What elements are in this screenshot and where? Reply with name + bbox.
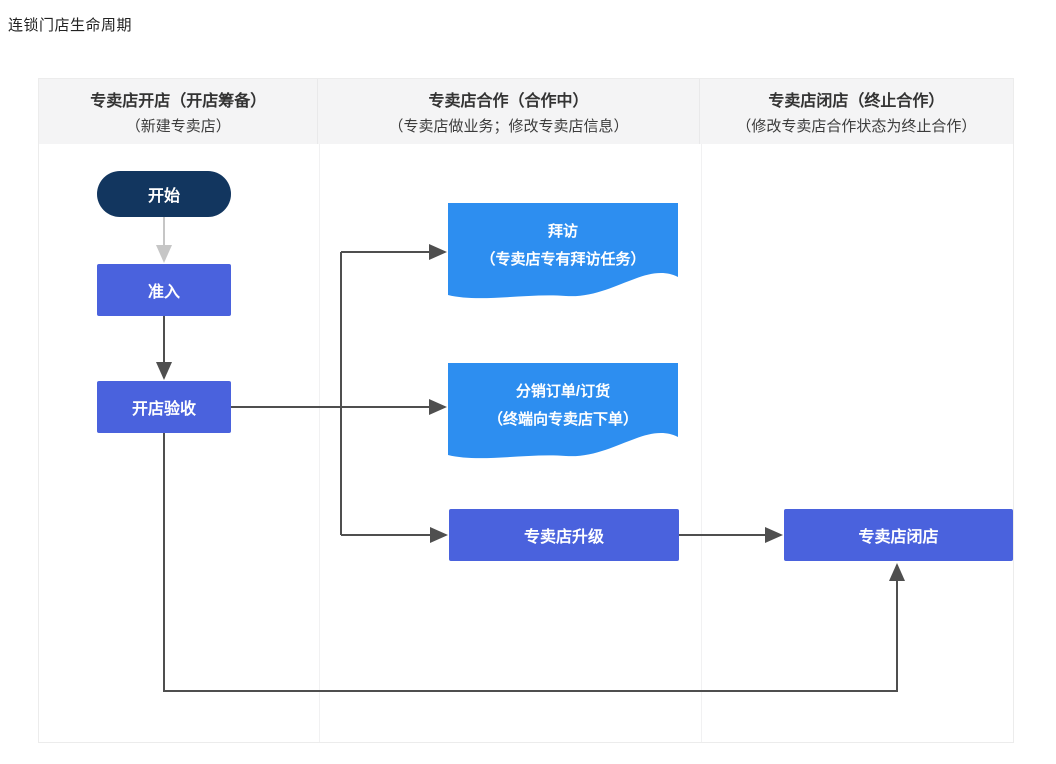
edge-acceptance-close (163, 433, 905, 692)
column-subtitle: （新建专卖店） (125, 118, 231, 135)
column-divider (701, 144, 702, 742)
page-title: 连锁门店生命周期 (8, 17, 133, 34)
node-label: 专卖店闭店 (858, 529, 939, 546)
edge-branch-trunk (231, 252, 342, 535)
node-label: 拜访 (547, 222, 578, 240)
lifecycle-board: 专卖店开店（开店筹备） （新建专卖店） 专卖店合作（合作中） （专卖店做业务；修… (38, 78, 1014, 743)
document-shape (448, 363, 678, 459)
node-store-acceptance[interactable]: 开店验收 (97, 381, 231, 433)
column-subtitle: （专卖店做业务；修改专卖店信息） (388, 118, 629, 135)
node-label: 准入 (147, 284, 180, 301)
node-visit-task[interactable]: 拜访 （专卖店专有拜访任务） (448, 203, 678, 301)
column-header-cooperation: 专卖店合作（合作中） （专卖店做业务；修改专卖店信息） (318, 79, 700, 144)
node-label: 开店验收 (131, 401, 196, 418)
node-sublabel: （专卖店专有拜访任务） (480, 250, 646, 268)
node-sublabel: （终端向专卖店下单） (487, 410, 638, 428)
board-body: 开始 准入 开店验收 拜访 （专卖店专有拜访任务） (39, 144, 1013, 742)
column-divider (319, 144, 320, 742)
column-title: 专卖店闭店（终止合作） (768, 93, 945, 110)
node-distribution-order[interactable]: 分销订单/订货 （终端向专卖店下单） (448, 363, 678, 461)
column-header-opening: 专卖店开店（开店筹备） （新建专卖店） (39, 79, 319, 144)
column-subtitle: （修改专卖店合作状态为终止合作） (736, 118, 977, 135)
node-label: 专卖店升级 (523, 529, 604, 546)
document-shape (448, 203, 678, 299)
board-header: 专卖店开店（开店筹备） （新建专卖店） 专卖店合作（合作中） （专卖店做业务；修… (39, 79, 1013, 144)
node-label: 开始 (147, 188, 180, 205)
node-label: 分销订单/订货 (515, 382, 611, 400)
node-store-upgrade[interactable]: 专卖店升级 (449, 509, 679, 561)
node-start[interactable]: 开始 (97, 171, 231, 217)
node-admission[interactable]: 准入 (97, 264, 231, 316)
column-title: 专卖店开店（开店筹备） (90, 93, 267, 110)
node-store-close[interactable]: 专卖店闭店 (784, 509, 1013, 561)
column-header-closing: 专卖店闭店（终止合作） （修改专卖店合作状态为终止合作） (700, 79, 1013, 144)
column-title: 专卖店合作（合作中） (428, 93, 589, 110)
